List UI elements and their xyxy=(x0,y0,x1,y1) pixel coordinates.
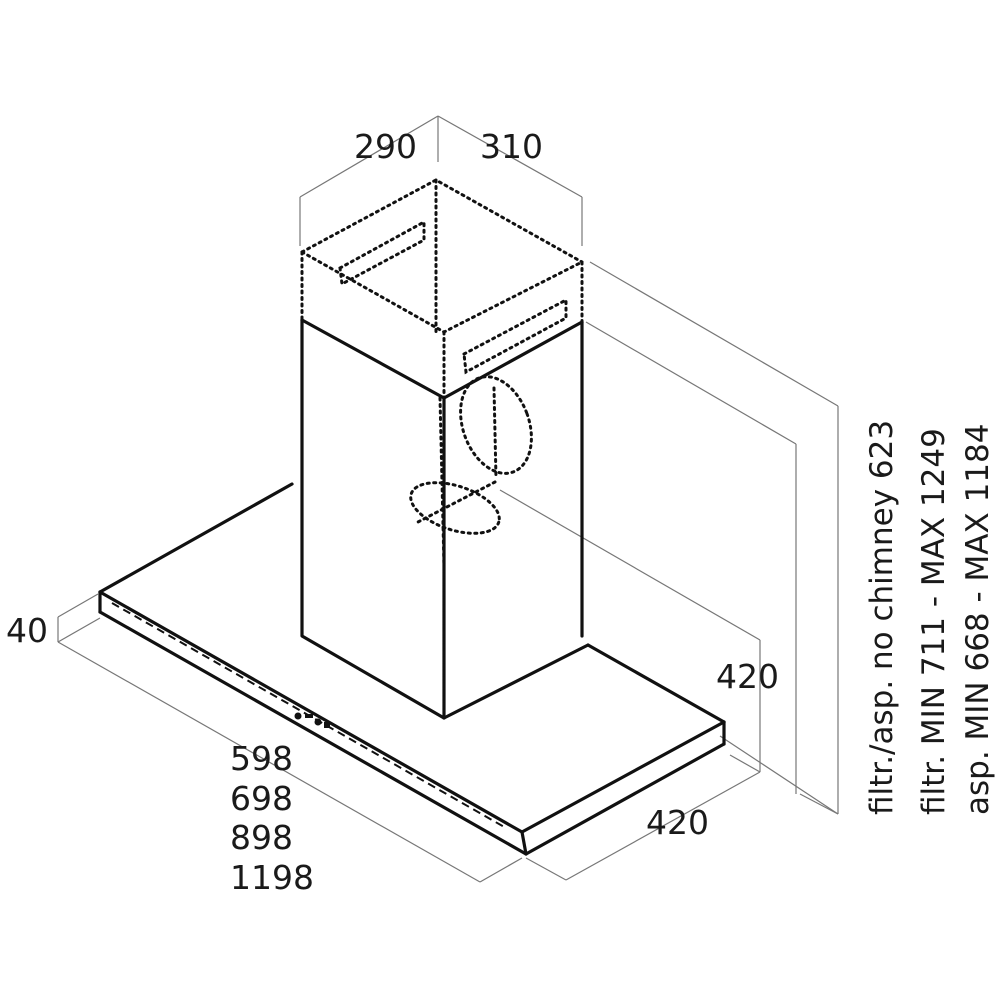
canopy xyxy=(98,482,726,856)
label-height-extraction: asp. MIN 668 - MAX 1184 xyxy=(960,424,996,815)
height-labels: filtr./asp. no chimney 623 filtr. MIN 71… xyxy=(864,420,996,815)
label-width-598: 598 xyxy=(230,739,293,778)
dimension-lines xyxy=(57,115,839,883)
dimension-labels: 290 310 40 420 420 598 698 898 1198 xyxy=(6,127,779,897)
label-height-filter: filtr. MIN 711 - MAX 1249 xyxy=(916,428,952,815)
control-slider-icon xyxy=(305,714,313,718)
label-chimney-width: 310 xyxy=(480,127,543,166)
control-button-icon xyxy=(324,722,330,728)
label-width-898: 898 xyxy=(230,818,293,857)
control-knob-icon xyxy=(294,712,302,720)
label-chimney-depth: 290 xyxy=(354,127,417,166)
label-width-1198: 1198 xyxy=(230,858,314,897)
control-panel xyxy=(294,712,330,728)
label-canopy-depth: 420 xyxy=(716,657,779,696)
label-height-no-chimney: filtr./asp. no chimney 623 xyxy=(864,420,900,815)
label-canopy-side: 420 xyxy=(646,803,709,842)
label-canopy-thickness: 40 xyxy=(6,611,48,650)
control-knob-icon xyxy=(314,718,322,726)
label-width-698: 698 xyxy=(230,779,293,818)
chimney-extension-dotted xyxy=(300,178,584,718)
